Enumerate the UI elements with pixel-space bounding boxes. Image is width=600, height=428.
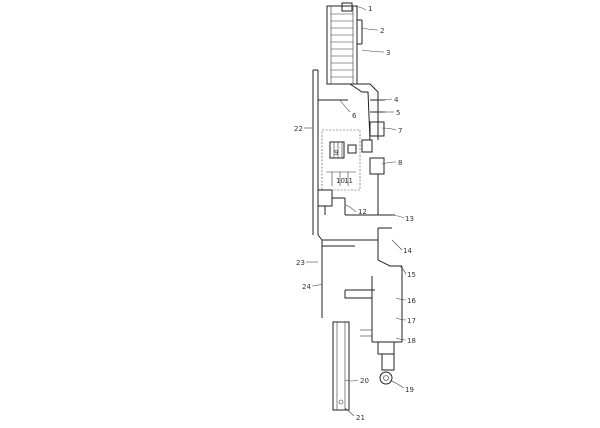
label-15: 15 — [407, 271, 416, 279]
label-23: 23 — [296, 259, 305, 267]
control-box — [321, 129, 361, 191]
label-1: 1 — [368, 5, 372, 13]
label-7: 7 — [398, 127, 402, 135]
label-16: 16 — [407, 297, 416, 305]
label-2: 2 — [380, 27, 384, 35]
top-cap — [341, 2, 353, 12]
label-3: 3 — [386, 49, 390, 57]
label-5: 5 — [396, 109, 400, 117]
label-4: 4 — [394, 96, 399, 104]
label-24: 24 — [302, 283, 311, 291]
lower-tube — [332, 321, 350, 411]
control-module — [329, 141, 345, 159]
valve-block-7 — [369, 121, 385, 137]
label-6: 6 — [352, 112, 357, 120]
upper-pipe-run — [349, 83, 385, 215]
label-17: 17 — [407, 317, 416, 325]
pump-block-8 — [369, 157, 385, 175]
middle-vessel — [321, 227, 403, 343]
relay-element — [347, 144, 357, 154]
label-12: 12 — [358, 208, 367, 216]
label-21: 21 — [356, 414, 365, 422]
left-housing — [312, 69, 348, 275]
label-20: 20 — [360, 377, 369, 385]
radiator-fins — [331, 13, 353, 78]
label-9: 9 — [334, 149, 338, 157]
label-10: 10 — [336, 177, 345, 185]
reference-numerals: 1 2 3 4 5 6 7 8 9 10 11 12 13 14 15 16 1… — [294, 5, 416, 422]
label-11: 11 — [344, 177, 353, 185]
label-19: 19 — [405, 386, 414, 394]
label-13: 13 — [405, 215, 414, 223]
top-radiator-stack — [326, 2, 363, 85]
fan-icon — [379, 371, 393, 385]
mid-component-12 — [317, 189, 395, 216]
sensor-block — [361, 139, 373, 153]
label-22: 22 — [294, 125, 303, 133]
label-14: 14 — [403, 247, 412, 255]
motor-assembly — [377, 341, 395, 385]
label-18: 18 — [407, 337, 416, 345]
leader-lines — [304, 5, 407, 417]
label-8: 8 — [398, 159, 402, 167]
